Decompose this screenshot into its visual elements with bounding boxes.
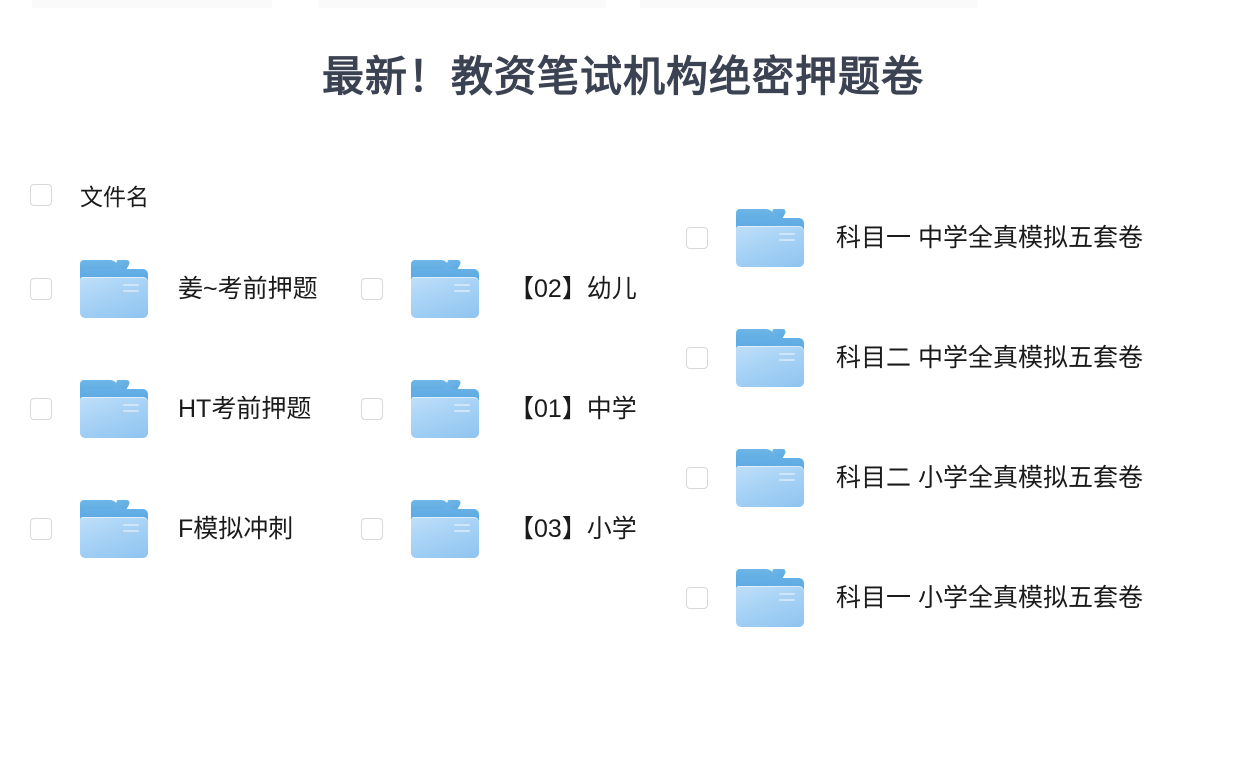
file-row-checkbox[interactable]	[361, 398, 383, 420]
file-column-2: 【02】幼儿【01】中学【03】小学	[361, 258, 637, 618]
file-row[interactable]: HT考前押题	[30, 378, 318, 440]
folder-icon	[80, 500, 148, 558]
file-name-label: 科目一 小学全真模拟五套卷	[836, 583, 1143, 612]
file-name-label: 【02】幼儿	[509, 274, 637, 303]
folder-icon	[736, 209, 804, 267]
file-row-checkbox[interactable]	[686, 227, 708, 249]
file-row[interactable]: 姜~考前押题	[30, 258, 318, 320]
folder-icon	[411, 260, 479, 318]
file-row-checkbox[interactable]	[686, 467, 708, 489]
file-row[interactable]: 【01】中学	[361, 378, 637, 440]
file-column-3: 科目一 中学全真模拟五套卷科目二 中学全真模拟五套卷科目二 小学全真模拟五套卷科…	[686, 207, 1143, 687]
file-name-label: 科目二 中学全真模拟五套卷	[836, 343, 1143, 372]
file-name-label: 科目二 小学全真模拟五套卷	[836, 463, 1143, 492]
file-row[interactable]: 科目二 小学全真模拟五套卷	[686, 447, 1143, 509]
file-row[interactable]: 科目二 中学全真模拟五套卷	[686, 327, 1143, 389]
column-header-filename: 文件名	[80, 184, 149, 210]
select-all-checkbox[interactable]	[30, 184, 52, 206]
folder-icon	[736, 569, 804, 627]
file-name-label: 科目一 中学全真模拟五套卷	[836, 223, 1143, 252]
file-name-label: HT考前押题	[178, 394, 312, 423]
file-row[interactable]: F模拟冲刺	[30, 498, 318, 560]
folder-icon	[80, 260, 148, 318]
file-row-checkbox[interactable]	[686, 587, 708, 609]
file-row-checkbox[interactable]	[30, 398, 52, 420]
ghost-row-1	[32, 0, 272, 8]
file-row[interactable]: 【02】幼儿	[361, 258, 637, 320]
folder-icon	[411, 380, 479, 438]
folder-icon	[736, 329, 804, 387]
ghost-row-2	[318, 0, 606, 8]
file-name-label: F模拟冲刺	[178, 514, 294, 543]
file-row-checkbox[interactable]	[361, 278, 383, 300]
folder-icon	[736, 449, 804, 507]
file-row[interactable]: 科目一 小学全真模拟五套卷	[686, 567, 1143, 629]
file-name-label: 【03】小学	[509, 514, 637, 543]
page-title: 最新！教资笔试机构绝密押题卷	[321, 53, 924, 100]
folder-icon	[411, 500, 479, 558]
file-row-checkbox[interactable]	[361, 518, 383, 540]
ghost-row-3	[640, 0, 978, 8]
file-row-checkbox[interactable]	[686, 347, 708, 369]
file-column-1: 姜~考前押题 HT考前押题 F模拟冲刺	[30, 258, 318, 618]
list-header: 文件名	[30, 178, 149, 212]
file-row[interactable]: 【03】小学	[361, 498, 637, 560]
folder-icon	[80, 380, 148, 438]
file-row[interactable]: 科目一 中学全真模拟五套卷	[686, 207, 1143, 269]
file-row-checkbox[interactable]	[30, 278, 52, 300]
file-row-checkbox[interactable]	[30, 518, 52, 540]
file-name-label: 【01】中学	[509, 394, 637, 423]
scrolled-rows-remnant	[0, 0, 1246, 10]
file-name-label: 姜~考前押题	[178, 274, 318, 303]
